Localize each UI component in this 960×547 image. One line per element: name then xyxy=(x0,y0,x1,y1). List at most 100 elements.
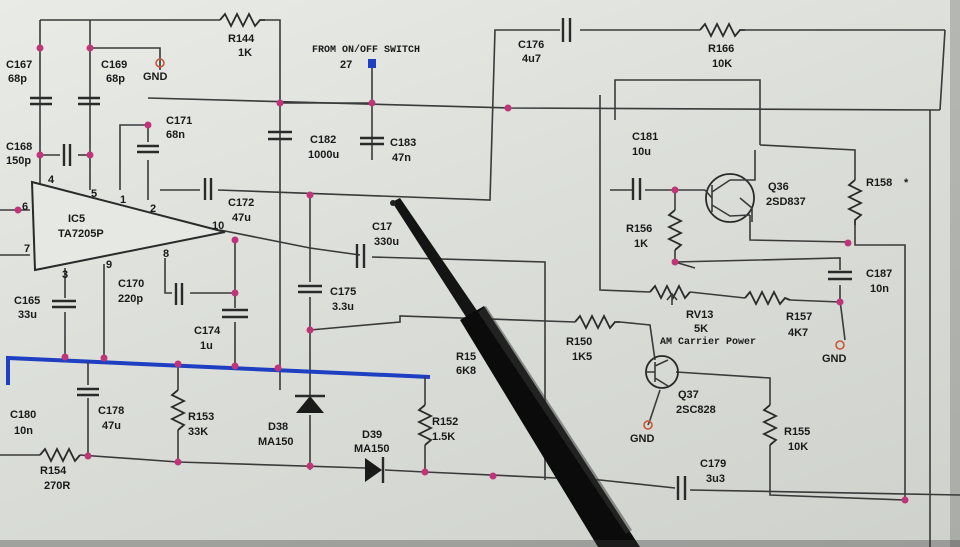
r157-val: 4K7 xyxy=(788,327,808,339)
switch-terminal xyxy=(368,59,376,68)
c168-val: 150p xyxy=(6,155,31,167)
c178-ref: C178 xyxy=(98,405,124,417)
pin-2: 2 xyxy=(150,203,156,215)
q37-val: 2SC828 xyxy=(676,404,716,416)
r156-val: 1K xyxy=(634,238,648,250)
resistor-symbols xyxy=(39,11,864,464)
c169-val: 68p xyxy=(106,73,125,85)
c187-ref: C187 xyxy=(866,268,892,280)
gnd-terminal-top xyxy=(155,58,165,68)
r158-val: * xyxy=(904,177,909,189)
r158-ref: R158 xyxy=(866,177,892,189)
q37-ref: Q37 xyxy=(678,389,699,401)
c180-ref: C180 xyxy=(10,409,36,421)
am-carrier-note: AM Carrier Power xyxy=(660,336,756,348)
d39-ref: D39 xyxy=(362,429,382,441)
c165-ref: C165 xyxy=(14,295,40,307)
d38-val: MA150 xyxy=(258,436,293,448)
pin-3: 3 xyxy=(62,269,68,281)
c167-val: 68p xyxy=(8,73,27,85)
c17-ref: C17 xyxy=(372,221,392,233)
r144-ref: R144 xyxy=(228,33,255,45)
gnd-label-top: GND xyxy=(143,71,168,83)
r152-ref: R152 xyxy=(432,416,458,428)
c176-ref: C176 xyxy=(518,39,544,51)
c183-ref: C183 xyxy=(390,137,416,149)
r157-ref: R157 xyxy=(786,311,812,323)
gnd-terminal-right xyxy=(835,340,845,350)
c182-val: 1000u xyxy=(308,149,339,161)
r15-val: 6K8 xyxy=(456,365,476,377)
pin-6: 6 xyxy=(22,201,28,213)
c178-val: 47u xyxy=(102,420,121,432)
c180-val: 10n xyxy=(14,425,33,437)
terminals xyxy=(155,58,845,430)
c176-val: 4u7 xyxy=(522,53,541,65)
r150-val: 1K5 xyxy=(572,351,592,363)
r166-val: 10K xyxy=(712,58,732,70)
c181-val: 10u xyxy=(632,146,651,158)
r154-val: 270R xyxy=(44,480,70,492)
r156-ref: R156 xyxy=(626,223,652,235)
r150-ref: R150 xyxy=(566,336,592,348)
c167-ref: C167 xyxy=(6,59,32,71)
r153-val: 33K xyxy=(188,426,208,438)
diode-symbols xyxy=(295,394,385,483)
r154-ref: R154 xyxy=(40,465,67,477)
rv13-ref: RV13 xyxy=(686,309,713,321)
c175-val: 3.3u xyxy=(332,301,354,313)
ic5-amplifier: IC5 TA7205P 1 2 3 4 5 6 7 8 9 10 xyxy=(22,174,226,281)
c174-val: 1u xyxy=(200,340,213,352)
pin-8: 8 xyxy=(163,248,169,260)
r166-ref: R166 xyxy=(708,43,734,55)
d39-val: MA150 xyxy=(354,443,389,455)
ic5-part: TA7205P xyxy=(58,228,104,240)
c171-ref: C171 xyxy=(166,115,192,127)
c172-ref: C172 xyxy=(228,197,254,209)
c170-val: 220p xyxy=(118,293,143,305)
pin-1: 1 xyxy=(120,194,126,206)
c170-ref: C170 xyxy=(118,278,144,290)
gnd-terminal-q37 xyxy=(643,420,653,430)
pin-10: 10 xyxy=(212,220,224,232)
c169-ref: C169 xyxy=(101,59,127,71)
gnd-label-q37: GND xyxy=(630,433,655,445)
r153-ref: R153 xyxy=(188,411,214,423)
c179-val: 3u3 xyxy=(706,473,725,485)
labels: GND GND GND FROM ON/OFF SWITCH 27 AM Car… xyxy=(6,33,909,492)
wiring xyxy=(0,19,960,547)
c179-ref: C179 xyxy=(700,458,726,470)
switch-note: FROM ON/OFF SWITCH xyxy=(312,44,420,56)
c168-ref: C168 xyxy=(6,141,32,153)
pin-7: 7 xyxy=(24,243,30,255)
c183-val: 47n xyxy=(392,152,411,164)
c181-ref: C181 xyxy=(632,131,658,143)
c187-val: 10n xyxy=(870,283,889,295)
c175-ref: C175 xyxy=(330,286,356,298)
capacitor-symbols xyxy=(30,18,852,500)
pin-9: 9 xyxy=(106,259,112,271)
c182-ref: C182 xyxy=(310,134,336,146)
r155-ref: R155 xyxy=(784,426,810,438)
c171-val: 68n xyxy=(166,129,185,141)
rv13-val: 5K xyxy=(694,323,708,335)
ic5-ref: IC5 xyxy=(68,213,85,225)
transistor-symbols xyxy=(645,150,756,389)
pin-4: 4 xyxy=(48,174,55,186)
d38-ref: D38 xyxy=(268,421,288,433)
probe-pointer xyxy=(390,198,640,547)
r152-val: 1.5K xyxy=(432,431,455,443)
pin-5: 5 xyxy=(91,188,97,200)
c17-val: 330u xyxy=(374,236,399,248)
c174-ref: C174 xyxy=(194,325,221,337)
r15-ref: R15 xyxy=(456,351,476,363)
c165-val: 33u xyxy=(18,309,37,321)
c172-val: 47u xyxy=(232,212,251,224)
q36-val: 2SD837 xyxy=(766,196,806,208)
r155-val: 10K xyxy=(788,441,808,453)
r144-val: 1K xyxy=(238,47,252,59)
q36-ref: Q36 xyxy=(768,181,789,193)
junction-dots xyxy=(14,44,909,504)
